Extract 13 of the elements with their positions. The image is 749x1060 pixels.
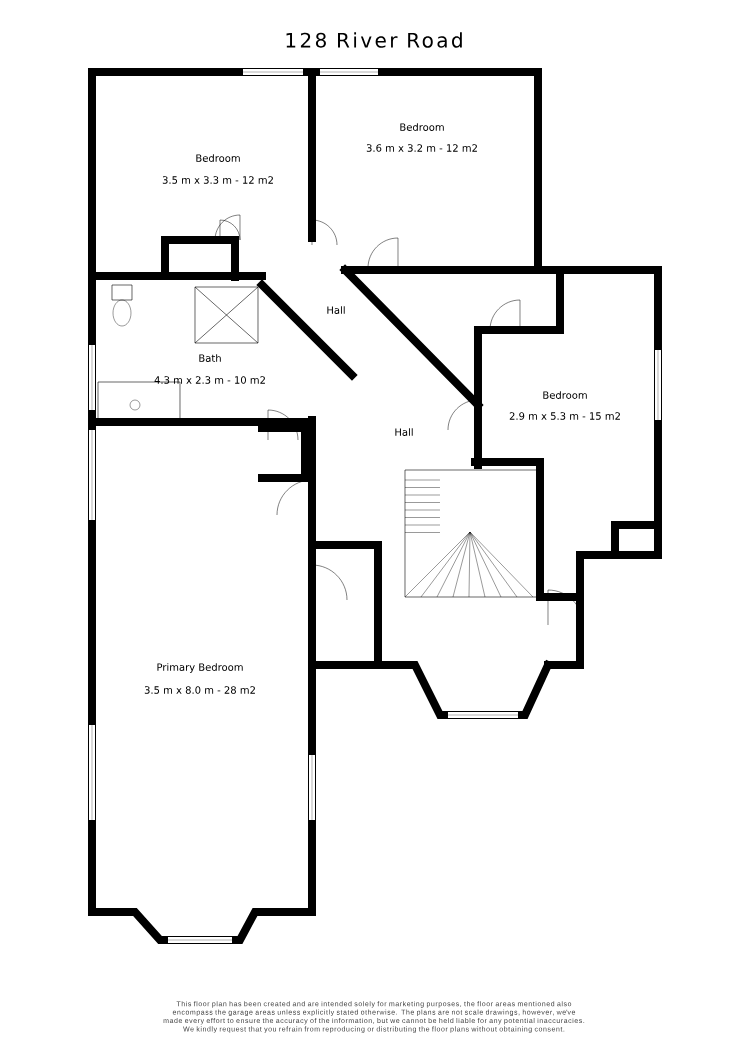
title: 128 River Road xyxy=(286,32,462,48)
room-name: Hall xyxy=(327,306,345,314)
room-name: Primary Bedroom xyxy=(157,663,243,673)
room-name: Hall xyxy=(395,428,413,436)
room-name: Bedroom xyxy=(400,123,444,131)
room-dimensions: 2.9 m x 5.3 m - 15 m2 xyxy=(509,412,620,420)
room-name: Bath xyxy=(199,354,221,362)
room-dimensions: 3.5 m x 8.0 m - 28 m2 xyxy=(144,686,255,694)
room-dimensions: 3.6 m x 3.2 m - 12 m2 xyxy=(366,144,477,152)
room-dimensions: 3.5 m x 3.3 m - 12 m2 xyxy=(162,176,273,184)
room-dimensions: 4.3 m x 2.3 m - 10 m2 xyxy=(154,376,265,384)
room-name: Bedroom xyxy=(196,154,240,162)
room-name: Bedroom xyxy=(543,391,587,399)
